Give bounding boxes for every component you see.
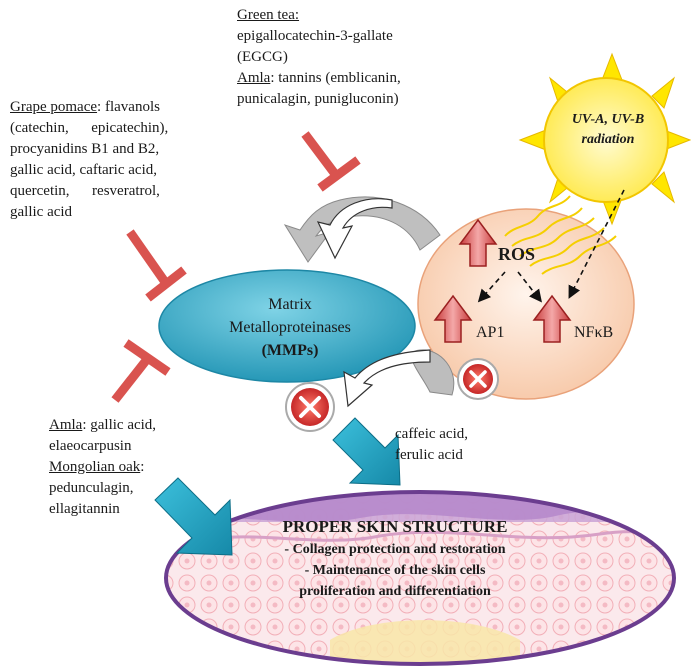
green-tea-heading: Green tea:	[237, 7, 300, 23]
cell-to-mmp-arrow	[283, 196, 441, 263]
acids-block: caffeic acid, ferulic acid	[395, 424, 515, 466]
up-arrow-ros	[458, 218, 498, 267]
block-icon-cell	[457, 358, 499, 400]
mmp-line2: Metalloproteinases	[229, 319, 351, 336]
nfkb-label: NFκB	[574, 324, 614, 341]
inhibitor-grape	[126, 229, 187, 302]
skin-line3: proliferation and differentiation	[299, 584, 491, 599]
green-tea-line2: (EGCG)	[237, 49, 288, 65]
mmp-label: Matrix Metalloproteinases (MMPs)	[200, 293, 380, 362]
skin-title: PROPER SKIN STRUCTURE	[282, 517, 508, 536]
mmp-to-skin-curve	[343, 349, 455, 408]
grape-line: (catechin, epicatechin),	[10, 120, 169, 136]
green-tea-block: Green tea: epigallocatechin-3-gallate (E…	[237, 5, 477, 110]
up-arrow-nfkb	[532, 294, 572, 343]
ros-label: ROS	[498, 244, 536, 264]
mmp-ellipse	[158, 269, 416, 383]
acids-line2: ferulic acid	[395, 447, 463, 463]
amla-bottom-heading: Amla	[49, 417, 83, 433]
grape-line: gallic acid, caftaric acid,	[10, 162, 157, 178]
amla-top-heading: Amla	[237, 70, 271, 86]
ap1-label: AP1	[476, 324, 505, 341]
uv-label: UV-A, UV-B radiation	[556, 110, 660, 150]
acids-line1: caffeic acid,	[395, 426, 469, 442]
amla-oak-block: Amla: gallic acid, elaeocarpusin Mongoli…	[49, 415, 219, 520]
amla-bottom-rest: : gallic acid,	[82, 417, 157, 433]
teal-arrow-left	[154, 477, 233, 556]
skin-line2: - Maintenance of the skin cells	[304, 563, 486, 578]
up-arrow-ap1	[433, 294, 473, 343]
grape-rest: : flavanols	[97, 99, 160, 115]
grape-line: procyanidins B1 and B2,	[10, 141, 160, 157]
inhibitor-green-tea	[301, 131, 361, 192]
amla-top-rest: : tannins (emblicanin,	[270, 70, 401, 86]
inhibitor-amla-bottom	[111, 339, 171, 403]
grape-pomace-block: Grape pomace: flavanols (catechin, epica…	[10, 97, 218, 223]
block-icon-mmp	[285, 382, 335, 432]
radiation-waves	[504, 195, 617, 275]
grape-heading: Grape pomace	[10, 99, 98, 115]
dashed-arrows	[477, 189, 625, 303]
amla-bottom-line2: elaeocarpusin	[49, 438, 132, 454]
grape-line: quercetin, resveratrol,	[10, 183, 160, 199]
uv-line1: UV-A, UV-B	[571, 112, 645, 127]
oak-line3: ellagitannin	[49, 501, 120, 517]
green-tea-line1: epigallocatechin-3-gallate	[237, 28, 393, 44]
teal-arrow-down	[332, 417, 401, 486]
skin-text-block: PROPER SKIN STRUCTURE - Collagen protect…	[230, 515, 560, 602]
uv-line2: radiation	[581, 132, 635, 147]
mmp-line3: (MMPs)	[261, 342, 319, 359]
mmp-line1: Matrix	[268, 296, 312, 313]
skin-line1: - Collagen protection and restoration	[284, 542, 506, 557]
grape-line: gallic acid	[10, 204, 73, 220]
amla-top-line2: punicalagin, punigluconin)	[237, 91, 399, 107]
oak-heading: Mongolian oak	[49, 459, 141, 475]
sun-icon	[518, 52, 691, 226]
oak-rest: :	[140, 459, 145, 475]
oak-line2: pedunculagin,	[49, 480, 134, 496]
